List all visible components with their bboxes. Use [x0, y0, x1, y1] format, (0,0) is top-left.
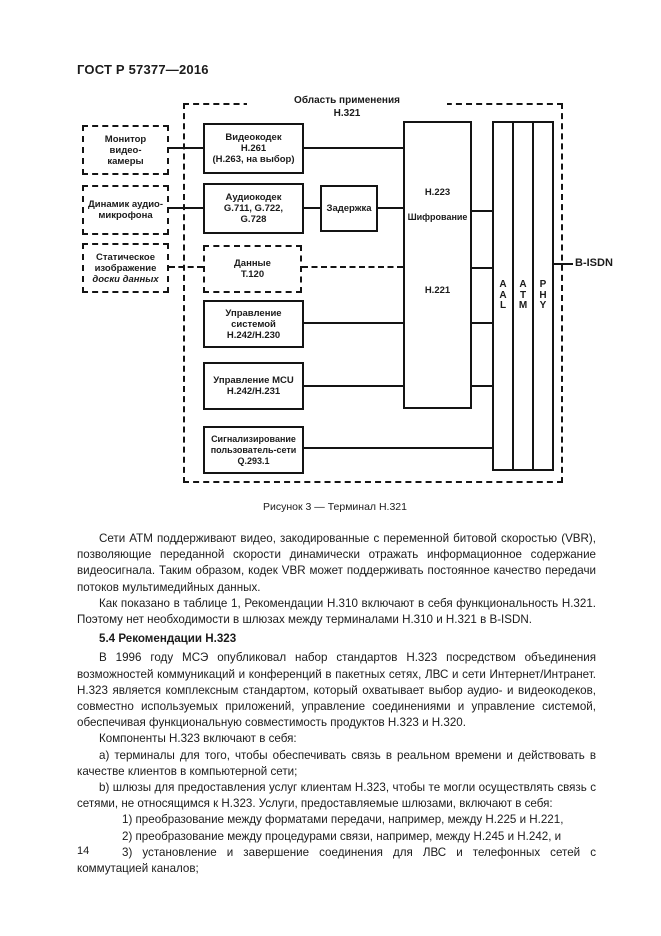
box-mcu-control: Управление MCU Н.242/Н.231 — [203, 362, 304, 410]
connector-line — [304, 447, 492, 449]
document-header: ГОСТ Р 57377—2016 — [77, 62, 209, 77]
scope-label: Область применения Н.321 — [247, 94, 447, 120]
box-data-t120: Данные Т.120 — [203, 245, 302, 293]
list-item-1: 1) преобразование между форматами переда… — [122, 813, 564, 827]
connector-line-bisdn — [553, 263, 573, 265]
connector-line — [169, 147, 203, 149]
box-monitor: Монитор видео- камеры — [82, 125, 169, 175]
connector-line — [304, 207, 320, 209]
page-number: 14 — [77, 845, 90, 857]
list-item-3: 3) установление и завершение соединения … — [77, 845, 596, 876]
bisdn-label: B-ISDN — [575, 257, 613, 269]
box-audio-codec: Аудиокодек G.711, G.722, G.728 — [203, 183, 304, 234]
paragraph: В 1996 году МСЭ опубликовал набор станда… — [77, 651, 596, 730]
connector-line — [169, 266, 203, 268]
stack-aal: A A L — [499, 279, 507, 312]
box-video-codec: Видеокодек Н.261 (Н.263, на выбор) — [203, 123, 304, 174]
box-static-image: Статическое изображение доски данных — [82, 243, 169, 293]
connector-line — [471, 267, 492, 269]
connector-line — [471, 385, 492, 387]
list-item-2: 2) преобразование между процедурами связ… — [122, 829, 562, 843]
stack-phy: P H Y — [532, 123, 552, 469]
connector-line — [304, 385, 403, 387]
list-item-a: а) терминалы для того, чтобы обеспечиват… — [77, 748, 596, 778]
section-heading-5-4: 5.4 Рекомендации Н.323 — [99, 632, 237, 646]
figure-caption: Рисунок 3 — Терминал Н.321 — [263, 501, 407, 513]
connector-line — [471, 210, 492, 212]
stack-atm: A T M — [512, 123, 532, 469]
paragraph: Как показано в таблице 1, Рекомендации Н… — [77, 596, 596, 627]
list-item-b: b) шлюзы для предоставления услуг клиент… — [77, 781, 596, 811]
connector-line — [471, 322, 492, 324]
box-mux-h223-h221: Н.223 Шифрование Н.221 — [403, 121, 472, 409]
body-text: Сети ATM поддерживают видео, закодирован… — [77, 531, 596, 877]
paragraph: Компоненты Н.323 включают в себя: — [99, 732, 297, 746]
connector-line — [169, 207, 203, 209]
box-speaker: Динамик аудио- микрофона — [82, 185, 169, 235]
connector-line — [378, 207, 403, 209]
box-signaling: Сигнализирование пользователь-сети Q.293… — [203, 426, 304, 474]
box-delay: Задержка — [320, 185, 378, 232]
protocol-stack-group: A A L A T M P H Y — [492, 121, 554, 471]
connector-line — [304, 322, 403, 324]
box-system-control: Управление системой Н.242/Н.230 — [203, 300, 304, 348]
connector-line — [302, 266, 403, 268]
connector-line — [304, 147, 403, 149]
paragraph: Сети ATM поддерживают видео, закодирован… — [77, 532, 596, 594]
